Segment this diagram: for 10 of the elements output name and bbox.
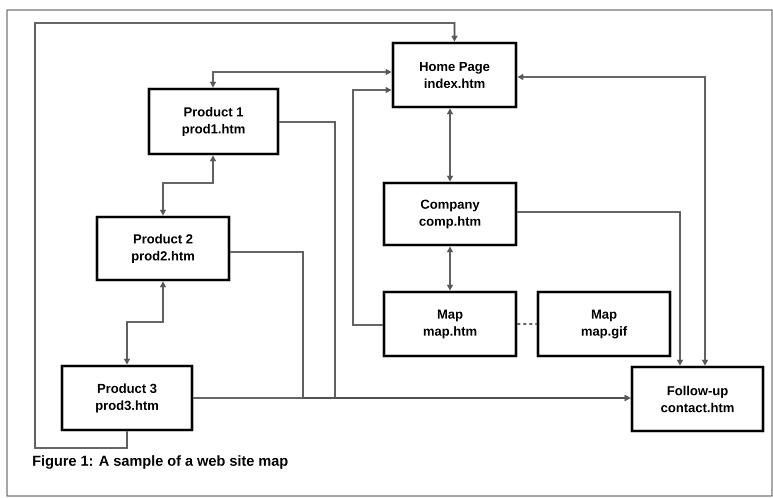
page-box: Product 3 prod3.htm xyxy=(60,364,194,432)
page-box: Map map.htm xyxy=(382,290,518,358)
page-box: Follow-up contact.htm xyxy=(630,366,764,432)
page-box: Product 1 prod1.htm xyxy=(148,88,280,156)
page-box: Product 2 prod2.htm xyxy=(96,216,230,282)
page-box: Map map.gif xyxy=(536,290,672,358)
figure-caption: Figure 1: A sample of a web site map xyxy=(33,455,288,469)
connector-arrow xyxy=(34,22,458,449)
page-box: Company comp.htm xyxy=(382,182,518,246)
page-box: Home Page index.htm xyxy=(392,42,518,108)
